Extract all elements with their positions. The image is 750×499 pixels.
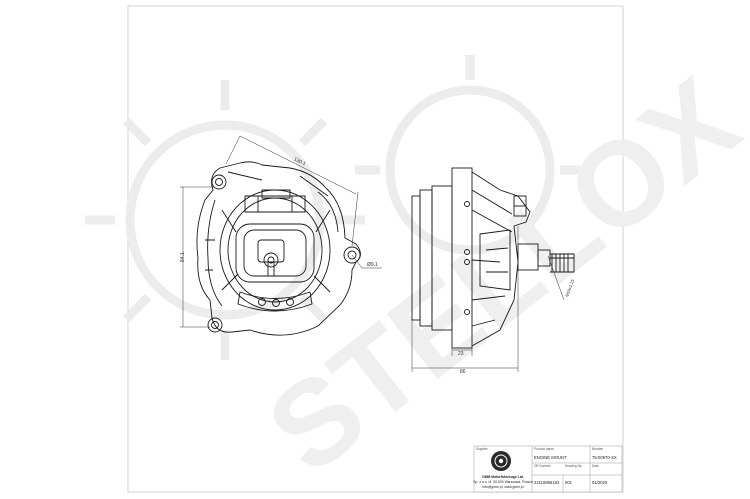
dimension-hole-diameter: Ø9.1 bbox=[367, 262, 378, 268]
dimension-thread: M10x1.25 bbox=[564, 278, 575, 298]
front-view-dimensions bbox=[180, 135, 382, 328]
title-label-date: Date bbox=[592, 464, 599, 468]
title-label-supplier: Supplier bbox=[476, 447, 489, 451]
title-value-drawing-no: 001 bbox=[565, 480, 573, 485]
dimension-depth: 23 bbox=[458, 351, 464, 357]
front-view bbox=[196, 161, 361, 336]
title-value-product-name: ENGINE MOUNT bbox=[534, 455, 567, 460]
title-value-number: 75-00970-SX bbox=[592, 455, 617, 460]
title-label-number: Number bbox=[592, 447, 604, 451]
dimension-height: 84.1 bbox=[180, 252, 186, 262]
company-line-1: GMM Motorfahrzeuge Ltd. bbox=[482, 475, 524, 479]
title-value-oe-number: 22116856183 bbox=[534, 480, 560, 485]
watermark-gear-left bbox=[85, 80, 365, 360]
side-view-bracket bbox=[471, 171, 531, 347]
front-view-outer-housing bbox=[196, 161, 361, 336]
supplier-logo bbox=[491, 451, 511, 471]
watermark-gear-right bbox=[355, 55, 585, 285]
side-view bbox=[411, 167, 575, 349]
company-line-3: info@gmm.pl, www.gmm.pl bbox=[482, 485, 523, 489]
side-view-dimensions bbox=[411, 226, 565, 372]
title-label-drawing-no: Drawing No bbox=[565, 464, 582, 468]
title-value-date: 01/2020 bbox=[592, 480, 608, 485]
title-label-oe-number: OE Number bbox=[534, 464, 552, 468]
title-label-product-name: Product name bbox=[534, 447, 554, 451]
dimension-length: 86 bbox=[460, 369, 466, 375]
watermark bbox=[85, 55, 585, 360]
drawing-frame bbox=[127, 5, 624, 493]
dimension-width: 130.1 bbox=[293, 156, 307, 167]
company-line-2: Sp. z o.o. ul. 00-000 Warszawa, Poland bbox=[473, 480, 533, 484]
